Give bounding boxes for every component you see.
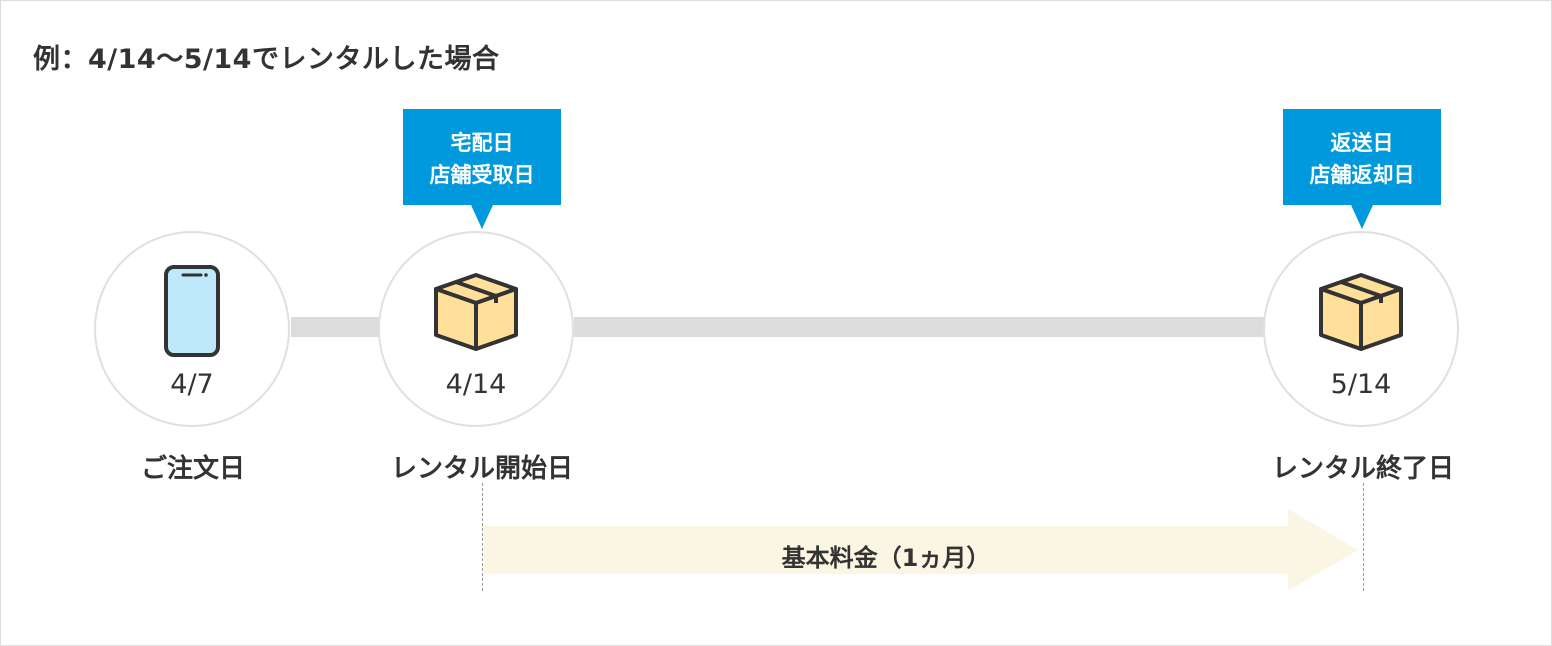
box-icon xyxy=(1319,273,1403,351)
callout-end-line2: 店舗返却日 xyxy=(1309,163,1415,187)
smartphone-icon xyxy=(164,265,220,357)
timeline-track-rental-period xyxy=(574,317,1266,337)
rental-end-guide-line xyxy=(1363,483,1364,591)
step-circle-rental-start: 4/14 xyxy=(378,231,574,427)
timeline-track-order-to-start xyxy=(291,317,381,337)
callout-start-line1: 宅配日 xyxy=(450,131,514,155)
box-icon xyxy=(434,273,518,351)
rental-start-guide-line xyxy=(482,483,483,591)
step-circle-order: 4/7 xyxy=(94,231,290,427)
base-fee-label: 基本料金（1ヵ月） xyxy=(781,544,991,572)
callout-end-line1: 返送日 xyxy=(1330,131,1394,155)
step-date-rental-start: 4/14 xyxy=(445,369,507,400)
base-fee-arrow xyxy=(484,509,1358,591)
step-label-rental-end: レンタル終了日 xyxy=(1271,454,1455,484)
step-label-rental-start: レンタル開始日 xyxy=(390,454,574,484)
callout-end: 返送日 店舗返却日 xyxy=(1283,109,1441,205)
callout-start-line2: 店舗受取日 xyxy=(429,163,535,187)
diagram-title: 例：4/14〜5/14でレンタルした場合 xyxy=(33,44,500,75)
step-date-rental-end: 5/14 xyxy=(1330,369,1392,400)
step-circle-rental-end: 5/14 xyxy=(1263,231,1459,427)
step-date-order: 4/7 xyxy=(170,369,214,400)
callout-start: 宅配日 店舗受取日 xyxy=(403,109,561,205)
step-label-order: ご注文日 xyxy=(140,454,246,484)
